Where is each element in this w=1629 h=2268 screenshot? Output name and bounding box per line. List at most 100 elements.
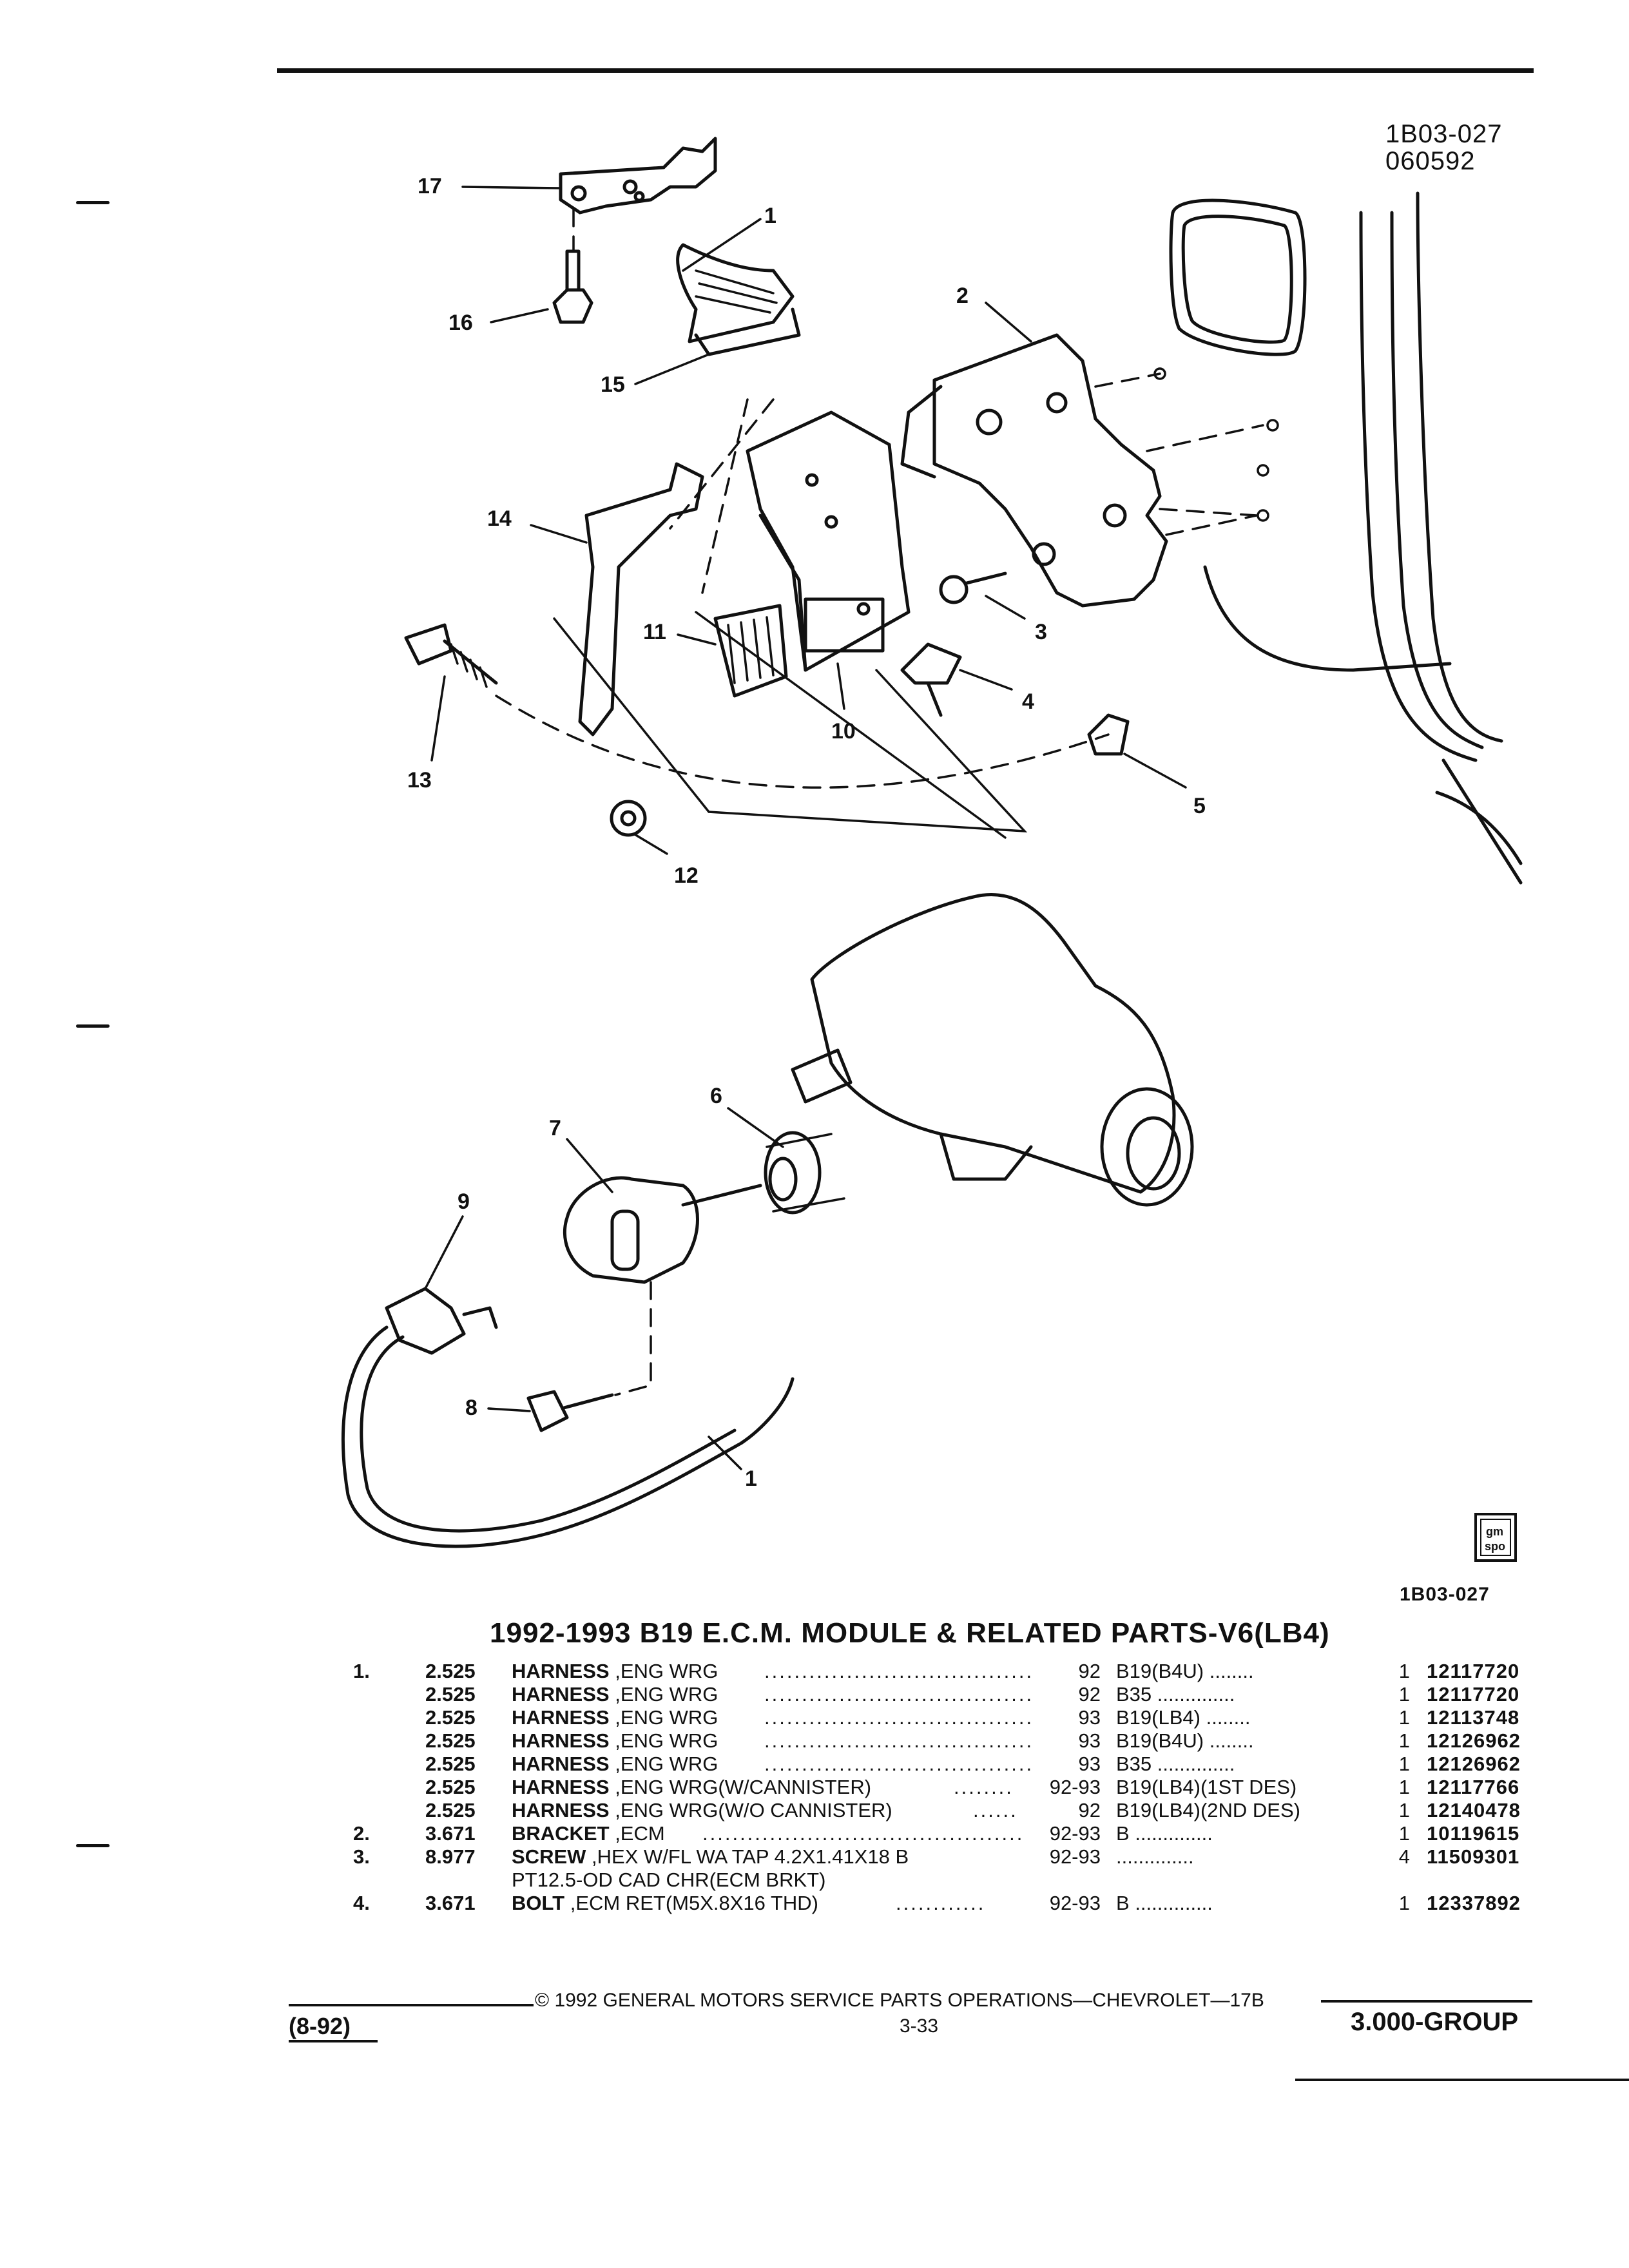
copyright-line: © 1992 GENERAL MOTORS SERVICE PARTS OPER… <box>535 1990 1264 2011</box>
part-desc: ,ENG WRG(W/CANNISTER) <box>615 1776 872 1798</box>
leader-dots: ....................................... <box>764 1753 1035 1775</box>
part-desc: ,ENG WRG <box>615 1729 718 1752</box>
margin-mark <box>76 1024 110 1028</box>
page-number: 3-33 <box>900 2015 939 2037</box>
quantity: 1 <box>1398 1683 1410 1706</box>
part-number: 12126962 <box>1427 1753 1521 1775</box>
distributor-housing <box>791 893 1194 1207</box>
figure-date: 060592 <box>1385 147 1476 175</box>
gm-spo-badge-icon: gm spo <box>1474 1513 1517 1562</box>
callout-1-bottom: 1 <box>745 1466 757 1491</box>
application-dots: ........ <box>1206 1706 1251 1729</box>
callout-17: 17 <box>418 174 442 198</box>
part-row: 2.525 HARNESS ,ENG WRG .................… <box>0 1729 1629 1753</box>
model-years: 92-93 <box>1049 1776 1101 1798</box>
bolt-8 <box>526 1281 652 1432</box>
footer-rule-right <box>1321 2000 1532 2003</box>
bolt-13 <box>404 623 498 688</box>
top-rule <box>277 68 1534 73</box>
bolt-4 <box>900 642 962 717</box>
callout-3: 3 <box>1035 620 1047 644</box>
callout-16: 16 <box>448 311 473 335</box>
part-number: 12117720 <box>1427 1660 1520 1682</box>
part-row: 2.525 HARNESS ,ENG WRG .................… <box>0 1753 1629 1776</box>
figure-code: 1B03-027 <box>1385 120 1503 148</box>
callout-2: 2 <box>956 284 969 308</box>
part-name: HARNESS <box>512 1753 610 1775</box>
vehicle-body-outline <box>1169 191 1523 885</box>
quantity: 1 <box>1398 1660 1410 1682</box>
part-number: 12117720 <box>1427 1683 1520 1706</box>
part-row: 2. 3.671 BRACKET ,ECM ..................… <box>0 1822 1629 1845</box>
leader-dots: ....................................... <box>764 1660 1035 1682</box>
part-row: 2.525 HARNESS ,ENG WRG .................… <box>0 1683 1629 1706</box>
part-number: 11509301 <box>1427 1845 1520 1868</box>
application: B <box>1116 1822 1130 1845</box>
callout-6: 6 <box>710 1084 722 1108</box>
callout-11: 11 <box>643 620 666 644</box>
application-dots: ........ <box>1209 1729 1254 1752</box>
part-name: BOLT <box>512 1892 565 1914</box>
quantity: 1 <box>1398 1706 1410 1729</box>
part-name: HARNESS <box>512 1729 610 1752</box>
part-row: 1. 2.525 HARNESS ,ENG WRG ..............… <box>0 1660 1629 1683</box>
callout-9: 9 <box>458 1189 470 1214</box>
revision-date: (8-92) <box>289 2013 351 2039</box>
model-years: 92-93 <box>1049 1892 1101 1914</box>
item-number: 1. <box>353 1660 370 1682</box>
sensor-7 <box>563 1176 762 1284</box>
svg-text:gm: gm <box>1486 1525 1503 1538</box>
revision-date-underline <box>289 2040 378 2042</box>
part-number: 10119615 <box>1427 1822 1520 1845</box>
application: B35 <box>1116 1753 1152 1775</box>
part-desc: ,HEX W/FL WA TAP 4.2X1.41X18 B <box>592 1845 909 1868</box>
part-number: 12337892 <box>1427 1892 1521 1914</box>
part-name: HARNESS <box>512 1683 610 1706</box>
group-number: 2.525 <box>425 1683 476 1706</box>
group-number: 2.525 <box>425 1753 476 1775</box>
group-number: 2.525 <box>425 1660 476 1682</box>
model-years: 92 <box>1078 1799 1101 1821</box>
application: B <box>1116 1892 1130 1914</box>
ecm-module-10 <box>746 410 911 672</box>
part-number: 12140478 <box>1427 1799 1521 1821</box>
nut-12 <box>610 800 647 837</box>
model-years: 93 <box>1078 1729 1101 1752</box>
margin-mark <box>76 201 110 204</box>
application-dots: .............. <box>1157 1683 1235 1706</box>
model-years: 92 <box>1078 1683 1101 1706</box>
figure-code-lower: 1B03-027 <box>1400 1584 1490 1605</box>
model-years: 92-93 <box>1049 1822 1101 1845</box>
quantity: 4 <box>1398 1845 1410 1868</box>
part-row: 4. 3.671 BOLT ,ECM RET(M5X.8X16 THD) ...… <box>0 1892 1629 1915</box>
application: B19(B4U) <box>1116 1660 1204 1682</box>
part-row-continuation: PT12.5-OD CAD CHR(ECM BRKT) <box>0 1869 1629 1892</box>
callout-4: 4 <box>1022 689 1034 714</box>
application: B19(LB4)(2ND DES) <box>1116 1799 1300 1821</box>
part-number: 12117766 <box>1427 1776 1520 1798</box>
model-years: 92 <box>1078 1660 1101 1682</box>
group-number: 3.000-GROUP <box>1351 2008 1519 2036</box>
application-dots: .............. <box>1116 1845 1194 1868</box>
application-dots: .............. <box>1157 1753 1235 1775</box>
part-desc: ,ENG WRG <box>615 1753 718 1775</box>
callout-14: 14 <box>487 506 512 531</box>
part-desc: ,ECM RET(M5X.8X16 THD) <box>570 1892 818 1914</box>
part-row: 2.525 HARNESS ,ENG WRG .................… <box>0 1706 1629 1729</box>
callout-7: 7 <box>549 1116 561 1140</box>
footer-rule-left <box>289 2004 534 2006</box>
item-number: 2. <box>353 1822 370 1845</box>
parts-list-title: 1992-1993 B19 E.C.M. MODULE & RELATED PA… <box>490 1617 1330 1649</box>
part-name: HARNESS <box>512 1799 610 1821</box>
part-row: 2.525 HARNESS ,ENG WRG(W/O CANNISTER) ..… <box>0 1799 1629 1822</box>
screw-3 <box>939 572 1007 604</box>
reference-lines <box>553 611 1028 839</box>
svg-text:spo: spo <box>1485 1540 1505 1553</box>
part-desc: ,ENG WRG <box>615 1660 718 1682</box>
gear-6 <box>764 1131 845 1215</box>
part-desc: ,ENG WRG <box>615 1706 718 1729</box>
leader-dots: ............ <box>896 1892 986 1914</box>
application: B19(B4U) <box>1116 1729 1204 1752</box>
quantity: 1 <box>1398 1776 1410 1798</box>
quantity: 1 <box>1398 1892 1410 1914</box>
